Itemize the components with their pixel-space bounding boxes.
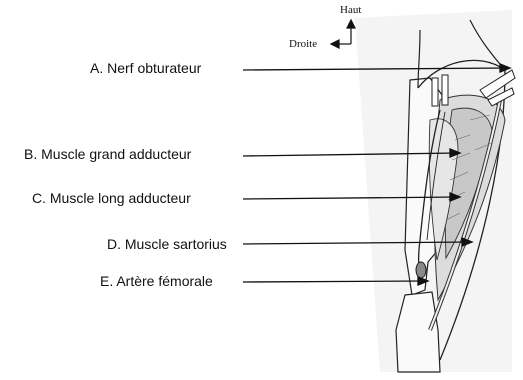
label-muscle-grand-adducteur: B. Muscle grand adducteur xyxy=(24,146,191,162)
label-muscle-sartorius: D. Muscle sartorius xyxy=(107,236,227,252)
label-muscle-long-adducteur: C. Muscle long adducteur xyxy=(32,190,191,206)
label-nerf-obturateur: A. Nerf obturateur xyxy=(90,60,201,76)
label-artere-femorale: E. Artère fémorale xyxy=(100,273,213,289)
compass-right-label: Droite xyxy=(289,38,317,50)
compass-up-label: Haut xyxy=(340,4,361,16)
